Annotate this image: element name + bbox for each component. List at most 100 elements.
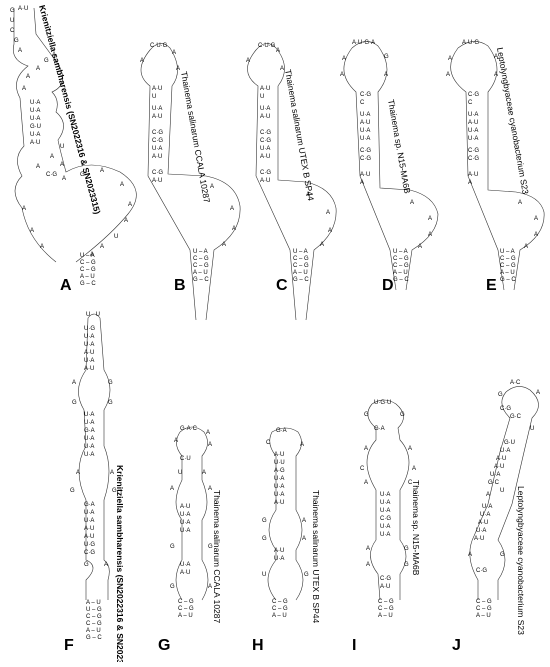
svg-text:G: G bbox=[170, 584, 175, 590]
svg-text:A·U: A·U bbox=[380, 584, 390, 590]
svg-text:A: A bbox=[280, 66, 284, 72]
svg-text:U·A: U·A bbox=[380, 500, 390, 506]
svg-text:A·U: A·U bbox=[478, 520, 488, 526]
svg-text:A·U: A·U bbox=[152, 114, 162, 120]
svg-text:U·A: U·A bbox=[476, 528, 486, 534]
svg-text:U·A: U·A bbox=[180, 528, 190, 534]
svg-text:A: A bbox=[340, 72, 344, 78]
svg-text:U·A: U·A bbox=[30, 116, 40, 122]
svg-text:C: C bbox=[360, 466, 365, 472]
svg-text:A·U: A·U bbox=[84, 526, 94, 532]
svg-text:A: A bbox=[364, 480, 368, 486]
svg-text:U: U bbox=[262, 572, 266, 578]
svg-text:A·C: A·C bbox=[510, 380, 521, 386]
svg-text:C·G: C·G bbox=[468, 92, 479, 98]
panel-label-i: I bbox=[352, 637, 356, 654]
species-name-g: Thainema salinarum CCALA 10287 bbox=[212, 490, 222, 624]
svg-text:G: G bbox=[72, 400, 77, 406]
base-pair-d-1: U – A bbox=[393, 249, 408, 255]
base-pair-d-3: C – G bbox=[393, 263, 409, 269]
svg-text:G: G bbox=[112, 488, 117, 494]
base-pair-f-1: A – U bbox=[86, 600, 101, 606]
base-pair-e-1: U – A bbox=[500, 249, 515, 255]
base-pair-b-1: U – A bbox=[193, 249, 208, 255]
svg-text:G·A·C: G·A·C bbox=[180, 426, 198, 432]
svg-text:U·G·U: U·G·U bbox=[374, 400, 391, 406]
svg-text:A: A bbox=[76, 470, 80, 476]
svg-text:A: A bbox=[100, 168, 104, 174]
svg-text:U·A: U·A bbox=[30, 132, 40, 138]
svg-text:G: G bbox=[108, 380, 113, 386]
svg-text:U: U bbox=[500, 488, 504, 494]
panel-label-c: C bbox=[276, 277, 288, 294]
svg-text:U: U bbox=[10, 18, 14, 24]
svg-text:U·A: U·A bbox=[84, 436, 94, 442]
svg-text:U·A: U·A bbox=[84, 334, 94, 340]
svg-text:A: A bbox=[206, 430, 210, 436]
svg-text:C·G: C·G bbox=[46, 172, 57, 178]
svg-text:A: A bbox=[104, 562, 108, 568]
base-pair-a-4: A – U bbox=[80, 274, 95, 280]
base-pair-j-1: C – G bbox=[476, 599, 492, 605]
svg-text:A·U: A·U bbox=[468, 120, 478, 126]
svg-text:A: A bbox=[418, 244, 422, 250]
svg-text:U: U bbox=[530, 426, 534, 432]
svg-text:A: A bbox=[40, 244, 44, 250]
base-pair-h-1: C – G bbox=[272, 599, 288, 605]
svg-text:U·A: U·A bbox=[180, 512, 190, 518]
svg-text:G·A: G·A bbox=[374, 426, 385, 432]
svg-text:U: U bbox=[260, 94, 264, 100]
svg-text:G·C: G·C bbox=[510, 414, 522, 420]
svg-text:A: A bbox=[72, 380, 76, 386]
svg-text:A: A bbox=[428, 216, 432, 222]
svg-text:A: A bbox=[18, 48, 22, 54]
species-name-j: Leptolyngbyaceae cyanobacterium S23 bbox=[516, 486, 526, 635]
svg-text:C: C bbox=[408, 480, 413, 486]
structure-drawing-b: C·U·GA AA A·UU U·AA·U C·GC·G U·AA·U C·GA… bbox=[140, 43, 241, 321]
svg-text:C·G: C·G bbox=[380, 576, 391, 582]
svg-text:A: A bbox=[302, 518, 306, 524]
svg-text:C·G: C·G bbox=[152, 138, 163, 144]
svg-text:G: G bbox=[80, 172, 85, 178]
svg-text:A·U: A·U bbox=[274, 452, 284, 458]
svg-text:A: A bbox=[246, 58, 250, 64]
svg-text:A: A bbox=[410, 200, 414, 206]
svg-text:A: A bbox=[360, 180, 364, 186]
svg-text:A: A bbox=[208, 442, 212, 448]
base-pair-f-2: U – G bbox=[86, 607, 102, 613]
svg-text:A: A bbox=[366, 546, 370, 552]
svg-text:A: A bbox=[534, 216, 538, 222]
svg-text:U·A: U·A bbox=[480, 512, 490, 518]
svg-text:G: G bbox=[404, 546, 409, 552]
base-pair-j-3: A – U bbox=[476, 613, 491, 619]
svg-text:A: A bbox=[202, 470, 206, 476]
base-pair-i-3: A – U bbox=[378, 613, 393, 619]
base-pair-d-5: G – C bbox=[393, 277, 409, 283]
base-pair-e-2: C – G bbox=[500, 256, 516, 262]
svg-text:A·U: A·U bbox=[84, 366, 94, 372]
base-pair-h-2: C – G bbox=[272, 606, 288, 612]
svg-text:G: G bbox=[400, 412, 405, 418]
svg-text:U·A: U·A bbox=[84, 420, 94, 426]
svg-text:U·A: U·A bbox=[260, 106, 270, 112]
svg-text:C·G: C·G bbox=[360, 92, 371, 98]
svg-text:C·G: C·G bbox=[260, 138, 271, 144]
svg-text:G: G bbox=[44, 58, 49, 64]
panel-label-j: J bbox=[452, 637, 461, 654]
svg-text:A: A bbox=[328, 228, 332, 234]
svg-text:A: A bbox=[468, 180, 472, 186]
svg-text:U·A: U·A bbox=[380, 508, 390, 514]
base-pair-b-5: G – C bbox=[193, 277, 209, 283]
svg-text:C: C bbox=[10, 28, 15, 34]
svg-text:G: G bbox=[500, 552, 505, 558]
base-pair-a-2: C – G bbox=[80, 260, 96, 266]
svg-text:C·G: C·G bbox=[84, 550, 95, 556]
svg-text:A: A bbox=[30, 228, 34, 234]
svg-text:A: A bbox=[428, 232, 432, 238]
svg-text:A: A bbox=[208, 584, 212, 590]
svg-text:C: C bbox=[266, 440, 271, 446]
base-pair-b-2: C – G bbox=[193, 256, 209, 262]
